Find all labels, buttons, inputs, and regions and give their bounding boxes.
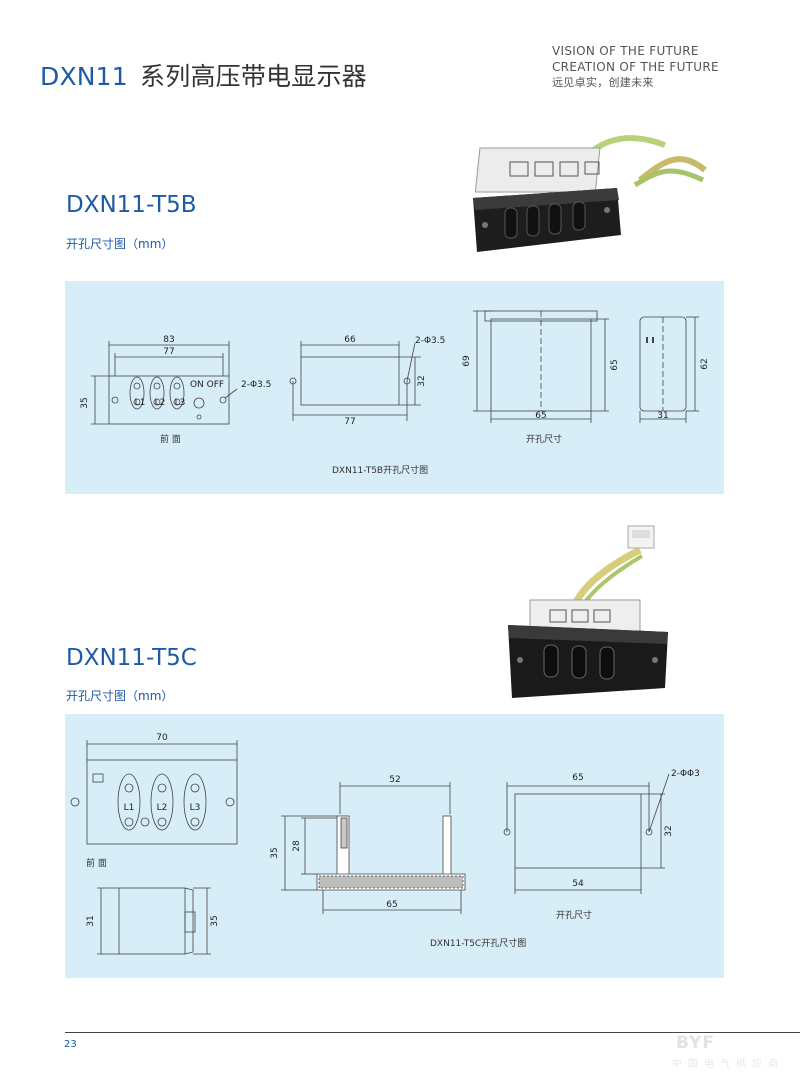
t5c-dim-cut-width: 65	[572, 773, 583, 783]
t5c-dim-section-base: 65	[386, 900, 397, 910]
t5c-dim-cut-height: 32	[664, 825, 674, 836]
t5b-dim-front-inner: 77	[163, 347, 174, 357]
t5b-model-title: DXN11-T5B	[66, 192, 197, 218]
t5c-cutout-label: 开孔尺寸	[556, 911, 593, 921]
watermark-logo: BYF	[676, 1033, 715, 1053]
t5b-drawings: 83 77 35 L1 L2 L3 ON OFF 2-Φ3.5 66 77 32…	[80, 310, 710, 427]
t5c-l1: L1	[124, 803, 135, 813]
title-cn: 系列高压带电显示器	[140, 62, 367, 91]
t5c-diagram-panel	[65, 714, 724, 978]
t5b-dim-end-height: 62	[700, 358, 710, 369]
t5b-on-off: ON OFF	[190, 380, 224, 390]
t5c-dim-section-h-inner: 28	[292, 840, 302, 852]
title-model: DXN11	[40, 62, 128, 91]
t5c-model-title: DXN11-T5C	[66, 645, 197, 671]
slogan-line2: CREATION OF THE FUTURE	[552, 60, 719, 74]
t5c-product-photo	[508, 525, 668, 698]
watermark-text: 中国电气供应商	[672, 1059, 784, 1070]
t5b-dim-front-height: 35	[80, 397, 90, 408]
t5c-dim-section-width: 52	[389, 775, 400, 785]
t5c-dim-bottom-h1: 31	[86, 915, 96, 926]
t5b-dim-front-width: 83	[163, 335, 174, 345]
t5b-diagram-panel	[65, 281, 724, 494]
t5c-l2: L2	[157, 803, 168, 813]
t5c-l3: L3	[190, 803, 201, 813]
page-number: 23	[64, 1039, 77, 1050]
t5b-dim-cut-height: 32	[417, 375, 427, 386]
t5c-front-label: 前 面	[86, 859, 107, 869]
page-title: DXN11 系列高压带电显示器	[40, 57, 367, 93]
t5b-front-label: 前 面	[160, 435, 181, 445]
slogan-cn: 远见卓实，创建未来	[552, 76, 654, 89]
t5c-cut-hole: 2-ΦΦ3	[671, 769, 700, 779]
t5b-front-hole: 2-Φ3.5	[241, 380, 271, 390]
t5b-l3: L3	[175, 398, 186, 408]
t5b-dim-cut-width: 66	[344, 335, 356, 345]
t5b-product-photo	[473, 135, 707, 252]
t5c-dim-bottom-h2: 35	[210, 915, 220, 926]
slogan: VISION OF THE FUTURE CREATION OF THE FUT…	[552, 43, 719, 91]
t5b-dim-side-width: 65	[535, 411, 546, 421]
t5b-cut-hole: 2-Φ3.5	[415, 336, 445, 346]
t5c-dim-front-width: 70	[156, 733, 168, 743]
t5b-dim-cut-outer: 77	[344, 417, 355, 427]
footer-divider	[65, 1032, 800, 1033]
t5c-dim-section-h-outer: 35	[270, 847, 280, 858]
t5b-dim-side-height: 69	[462, 355, 472, 367]
t5b-dim-end-width: 31	[657, 411, 668, 421]
slogan-line1: VISION OF THE FUTURE	[552, 44, 699, 58]
t5b-l2: L2	[155, 398, 166, 408]
t5b-l1: L1	[135, 398, 146, 408]
t5b-caption: DXN11-T5B开孔尺寸图	[332, 466, 429, 476]
t5c-dim-cut-inner: 54	[572, 879, 584, 889]
t5b-subtitle: 开孔尺寸图（mm）	[66, 237, 174, 251]
t5c-drawings: 70 L1 L2 L3 31 35 52 35 28 65 65 54 32 2…	[70, 733, 700, 955]
t5c-caption: DXN11-T5C开孔尺寸图	[430, 939, 527, 949]
t5c-subtitle: 开孔尺寸图（mm）	[66, 689, 174, 703]
t5b-cutout-label: 开孔尺寸	[526, 435, 563, 445]
t5b-dim-side-height2: 65	[610, 359, 620, 370]
